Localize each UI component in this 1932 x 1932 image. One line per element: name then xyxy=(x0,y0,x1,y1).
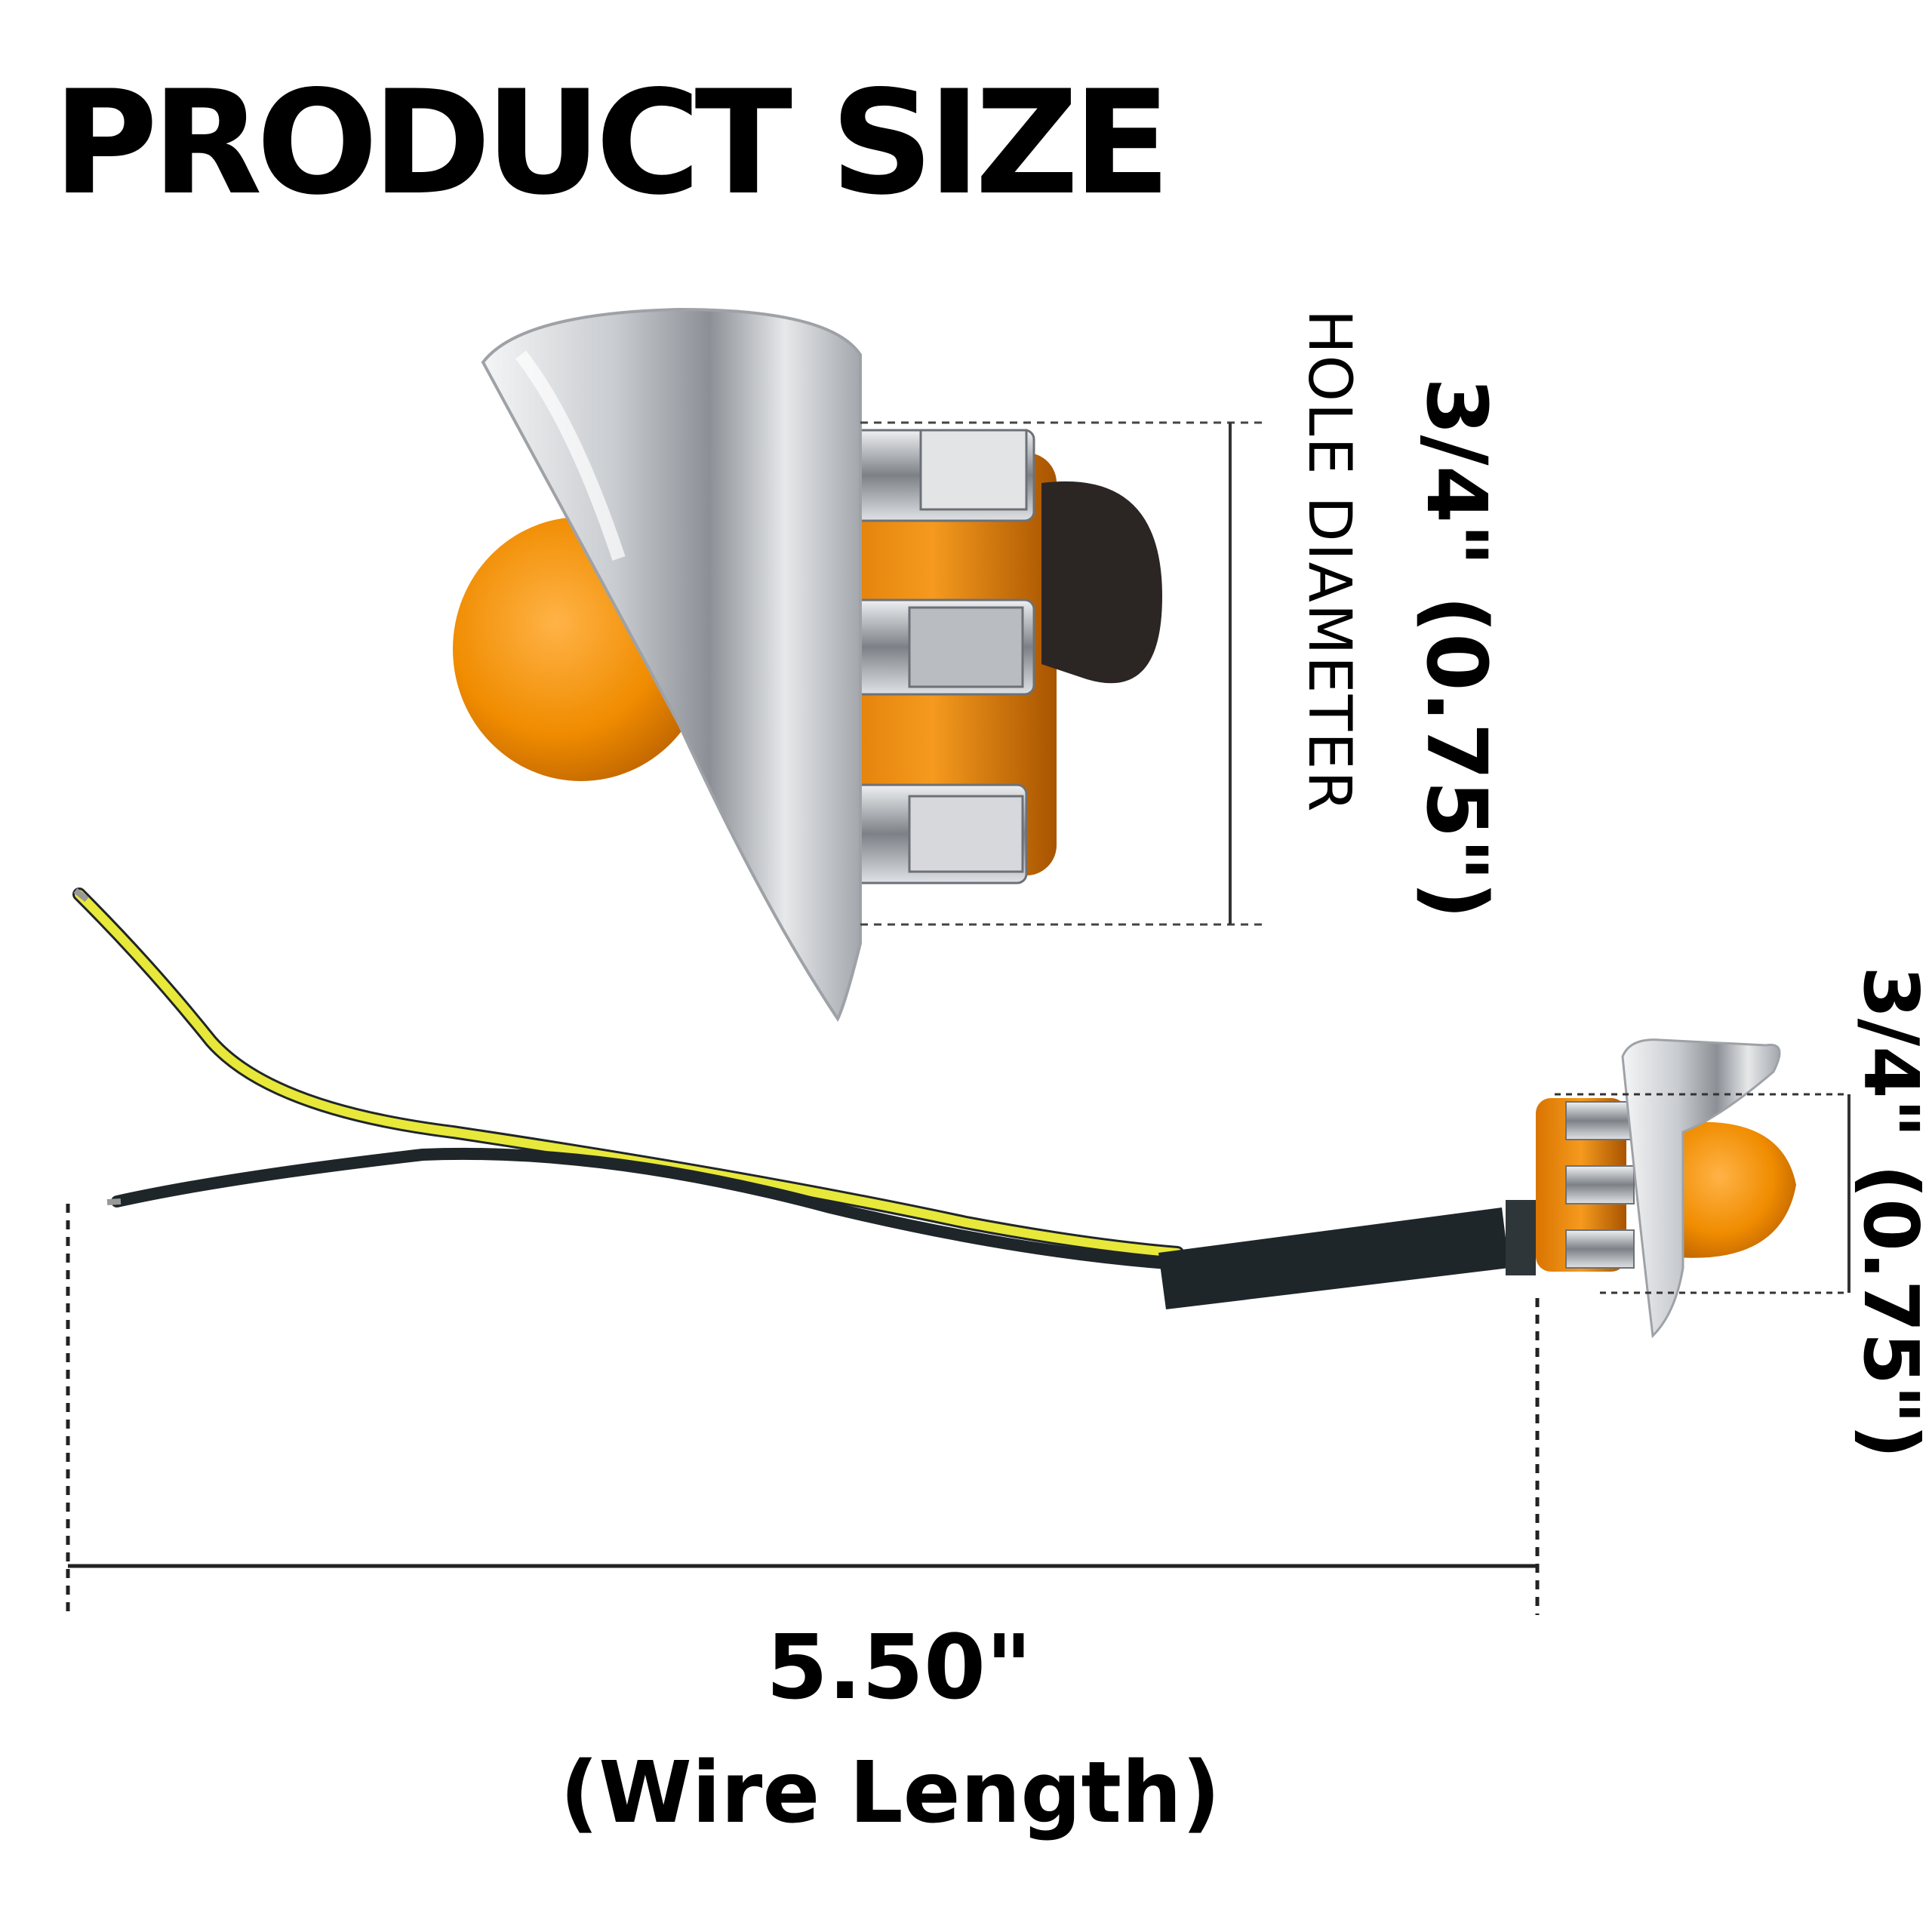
chrome-clips-large xyxy=(836,429,1035,884)
wire-leads xyxy=(72,888,1184,1270)
small-dimension-lines xyxy=(1555,1093,1850,1294)
yellow-wire-tip xyxy=(73,888,89,903)
black-wire-tip xyxy=(106,1198,122,1205)
small-marker-light xyxy=(1536,1038,1796,1339)
amber-lens-small xyxy=(1668,1121,1796,1258)
chrome-visor-small xyxy=(1621,1038,1781,1339)
yellow-wire xyxy=(75,890,1182,1257)
chrome-clips-small xyxy=(1565,1101,1635,1269)
heat-shrink-sleeve xyxy=(1158,1208,1509,1309)
hole-dimension-lines xyxy=(860,421,1268,926)
rear-contact-large xyxy=(1041,481,1162,684)
hole-diameter-label: HOLE DIAMETER xyxy=(1295,309,1363,814)
hole-diameter-value: 3/4" (0.75") xyxy=(1408,377,1505,920)
side-dimension-value: 3/4" (0.75") xyxy=(1847,966,1932,1459)
wire-length-label: (Wire Length) xyxy=(560,1744,1220,1842)
black-wire xyxy=(111,1147,1183,1270)
page-title: PRODUCT SIZE xyxy=(53,60,1171,226)
chrome-visor-large xyxy=(481,307,862,1022)
sleeve-collar xyxy=(1506,1200,1536,1275)
large-marker-light xyxy=(453,307,1162,1022)
wire-length-dimension-lines xyxy=(66,1204,1540,1615)
wire-length-value: 5.50" xyxy=(766,1615,1032,1719)
